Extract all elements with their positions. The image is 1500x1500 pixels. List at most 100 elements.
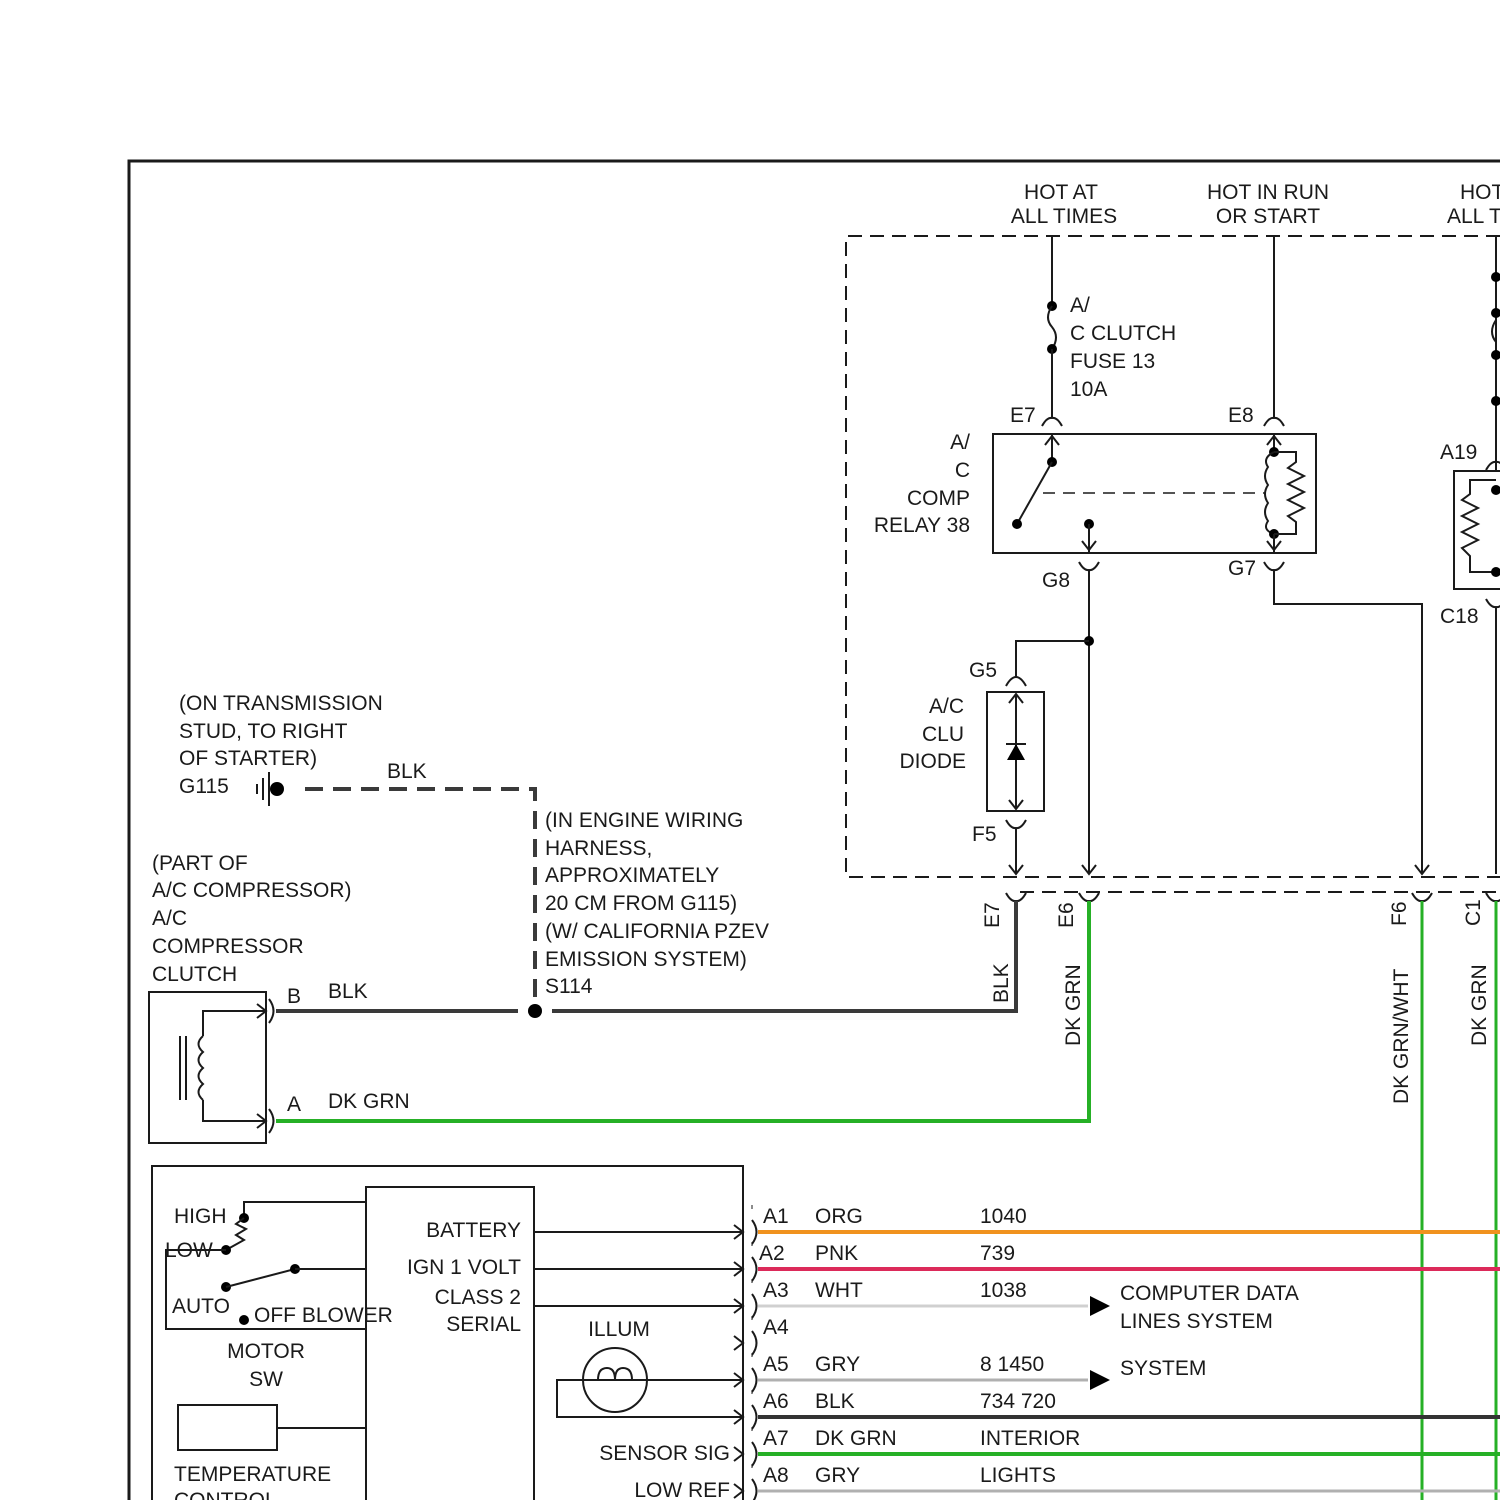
battery-label: BATTERY (426, 1219, 521, 1242)
connector-a19 (1486, 462, 1500, 470)
connector-c1 (1486, 893, 1500, 901)
splice-label-6: EMISSION SYSTEM) (545, 948, 747, 971)
connector-a19-label: A19 (1440, 441, 1477, 464)
harness-circuit-a3: 1038 (980, 1279, 1027, 1302)
harness-color-a7: DK GRN (815, 1427, 897, 1450)
harness-pin-a2: A2 (759, 1242, 785, 1265)
diode-icon (1007, 744, 1025, 760)
wire-dkgrnwht-label: DK GRN/WHT (1390, 969, 1413, 1104)
motor-sw-label-2: SW (249, 1368, 283, 1391)
system-label: SYSTEM (1120, 1357, 1206, 1380)
harness-arrow-a7 (734, 1447, 743, 1461)
harness-circuit-a1: 1040 (980, 1205, 1027, 1228)
relay-label-4: RELAY 38 (874, 514, 970, 537)
hot-in-run-label-1: HOT IN RUN (1207, 181, 1329, 204)
harness-pin-a7: A7 (763, 1427, 789, 1450)
ground-label-2: STUD, TO RIGHT (179, 720, 348, 743)
relay-label-1: A/ (950, 431, 970, 454)
clutch-coil-top-wire (203, 1011, 266, 1036)
diode-label-1: A/C (929, 695, 964, 718)
blower-auto-label: AUTO (172, 1295, 230, 1318)
diode-branch-wire (1016, 641, 1089, 677)
temperature-control-box (178, 1405, 277, 1450)
connector-e7-bottom (1006, 893, 1026, 901)
wire-dkgrn-vertical-label: DK GRN (1062, 964, 1085, 1046)
ground-wire-label: BLK (387, 760, 427, 783)
ground-label-1: (ON TRANSMISSION (179, 692, 383, 715)
pin-b-label: B (287, 985, 301, 1008)
relay-switch-contact (1012, 519, 1022, 529)
harness-arrow-a4 (734, 1336, 743, 1350)
harness-connector-a6 (752, 1405, 757, 1429)
fuse-label-1: A/ (1070, 294, 1090, 317)
harness-pin-a4: A4 (763, 1316, 789, 1339)
harness-pin-a5: A5 (763, 1353, 789, 1376)
harness-pin-a3: A3 (763, 1279, 789, 1302)
diode-label-2: CLU (922, 723, 964, 746)
relay-label-3: COMP (907, 487, 970, 510)
sensor-sig-label: SENSOR SIG (599, 1442, 730, 1465)
hot-partial-label-1: HOT (1460, 181, 1500, 204)
ign-label: IGN 1 VOLT (407, 1256, 521, 1279)
connector-e8-label: E8 (1228, 404, 1254, 427)
harness-connector-a8 (752, 1479, 757, 1500)
fuse-label-2: C CLUTCH (1070, 322, 1176, 345)
connector-g5 (1006, 677, 1026, 686)
blower-high-label: HIGH (174, 1205, 227, 1228)
ground-label-3: OF STARTER) (179, 747, 317, 770)
computer-data-label-2: LINES SYSTEM (1120, 1310, 1273, 1333)
class2-label-1: CLASS 2 (435, 1286, 521, 1309)
compressor-label-3: A/C (152, 907, 187, 930)
fuse-symbol (1048, 306, 1056, 349)
right-dot-1 (1491, 272, 1500, 282)
relay-resistor (1274, 452, 1304, 534)
splice-label-5: (W/ CALIFORNIA PZEV (545, 920, 769, 943)
harness-connector-a7 (752, 1442, 757, 1466)
connector-g8-label: G8 (1042, 569, 1070, 592)
system-arrow-icon (1090, 1370, 1110, 1390)
connector-c1-label: C1 (1462, 899, 1485, 926)
diode-label-3: DIODE (899, 750, 966, 773)
harness-color-a8: GRY (815, 1464, 860, 1487)
connector-c18-label: C18 (1440, 605, 1479, 628)
ground-label-4: G115 (179, 775, 229, 798)
connector-g7 (1264, 562, 1284, 570)
compressor-label-5: CLUTCH (152, 963, 237, 986)
harness-circuit-a2: 739 (980, 1242, 1015, 1265)
compressor-label-4: COMPRESSOR (152, 935, 304, 958)
right-dot-3 (1491, 350, 1500, 360)
hot-partial-label-2: ALL T (1447, 205, 1500, 228)
compressor-label-2: A/C COMPRESSOR) (152, 879, 352, 902)
connector-f6 (1412, 893, 1432, 901)
computer-data-arrow-icon (1090, 1296, 1110, 1316)
connector-e7-top-label: E7 (1010, 404, 1036, 427)
relay-label-2: C (955, 459, 970, 482)
right-relay-dot-top (1491, 485, 1500, 495)
blower-off-label: OFF BLOWER (254, 1304, 393, 1327)
harness-connector-a5 (752, 1368, 757, 1392)
blower-switch-arm (226, 1269, 295, 1287)
splice-label-1: (IN ENGINE WIRING (545, 809, 743, 832)
pin-a-label: A (287, 1093, 301, 1116)
harness-pin-a6: A6 (763, 1390, 789, 1413)
off-contact (239, 1315, 249, 1325)
splice-s114 (528, 1004, 542, 1018)
right-dot-2 (1491, 308, 1500, 318)
clutch-blk-label: BLK (328, 980, 368, 1003)
illum-label: ILLUM (588, 1318, 650, 1341)
right-relay-resistor (1462, 480, 1496, 572)
harness-color-a1: ORG (815, 1205, 863, 1228)
harness-connector-a4 (752, 1331, 757, 1355)
harness-circuit-a6: 734 720 (980, 1390, 1056, 1413)
connector-b (269, 999, 274, 1023)
wire-blk-vertical-label: BLK (990, 963, 1013, 1003)
ground-terminal (270, 782, 284, 796)
clutch-dkgrn-label: DK GRN (328, 1090, 410, 1113)
coil-to-f6-wire (1274, 570, 1422, 874)
wire-dkgrn-right-label: DK GRN (1468, 964, 1491, 1046)
hot-in-run-label-2: OR START (1216, 205, 1320, 228)
connector-f5 (1006, 820, 1026, 828)
motor-sw-label-1: MOTOR (227, 1340, 305, 1363)
